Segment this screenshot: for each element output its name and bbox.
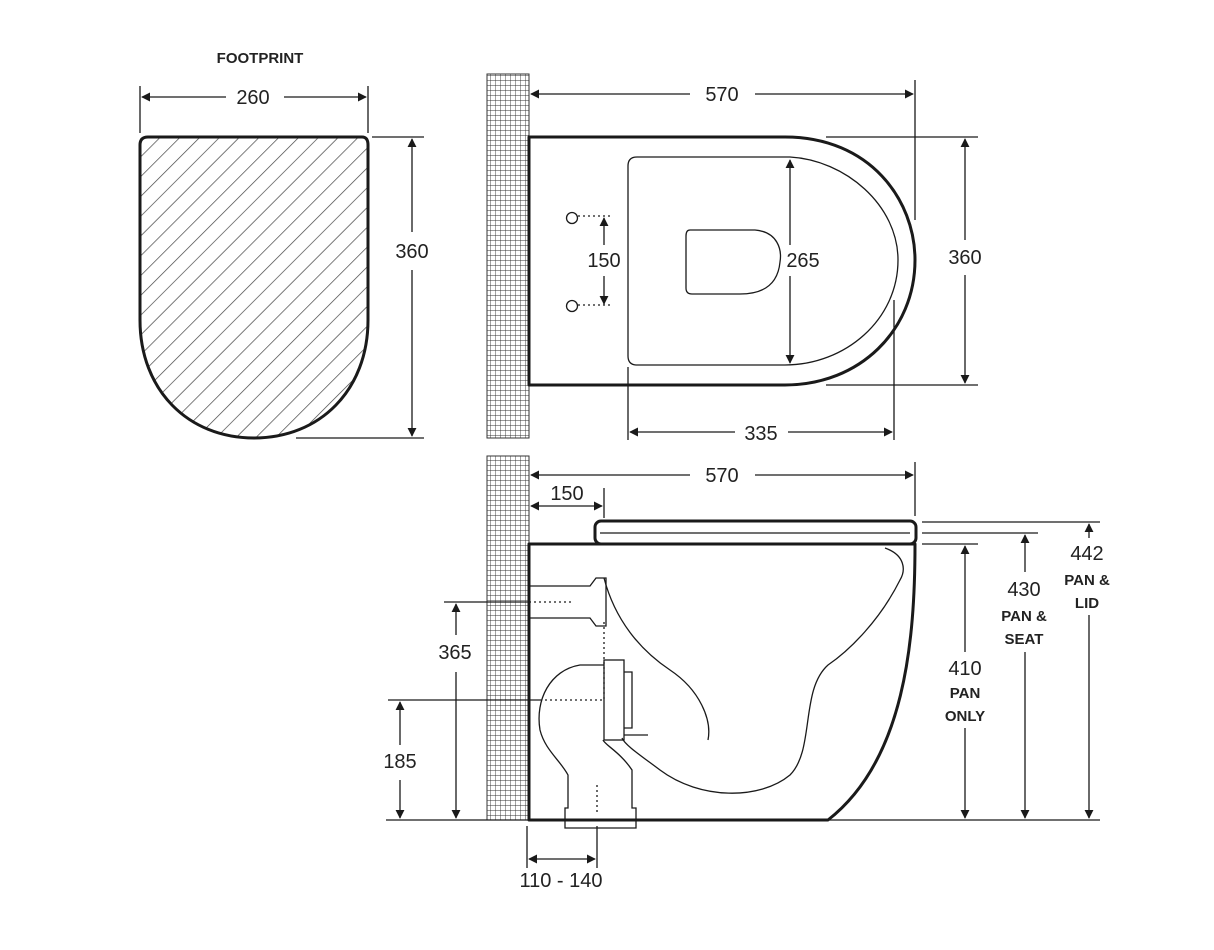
inlet-height-label: 365: [438, 642, 471, 664]
trapway-inner: [603, 577, 710, 741]
fixing-spacing-label: 150: [587, 250, 620, 272]
footprint-shape: [138, 135, 370, 440]
centre-offset-label: 335: [744, 423, 777, 445]
seat-lid: [593, 519, 918, 546]
outlet-pipe-bend: [538, 664, 637, 829]
plan-view: 150 265 570 360 335: [486, 73, 982, 445]
outlet-setout-label: 110 - 140: [519, 870, 602, 892]
bowl-rim-curve: [621, 547, 904, 794]
pan-height-line2: ONLY: [945, 708, 985, 725]
pan-height-line1: PAN: [950, 685, 981, 702]
side-view: 570 150 365 185 110 - 140 410 PAN ONLY 4…: [383, 455, 1110, 892]
outlet-connector: [603, 659, 625, 741]
plan-width-label: 360: [948, 247, 981, 269]
footprint-view: FOOTPRINT 260 360: [138, 50, 429, 440]
footprint-depth-label: 360: [395, 241, 428, 263]
inlet-offset-label: 150: [550, 483, 583, 505]
plan-length-label: 570: [705, 84, 738, 106]
plan-waste-opening: [685, 229, 782, 295]
plan-pan-outline: [527, 135, 917, 387]
outlet-height-label: 185: [383, 751, 416, 773]
outlet-pan-collar: [624, 671, 633, 729]
seat-height-line1: PAN &: [1001, 608, 1047, 625]
seat-height-line2: SEAT: [1005, 631, 1044, 648]
side-length-label: 570: [705, 465, 738, 487]
inlet-spigot: [529, 577, 607, 627]
footprint-title: FOOTPRINT: [217, 50, 304, 67]
footprint-width-label: 260: [236, 87, 269, 109]
plan-bowl-outline: [627, 156, 899, 366]
lid-height-line1: PAN &: [1064, 572, 1110, 589]
fixing-hole-top-icon: [565, 211, 579, 225]
plan-wall: [486, 73, 530, 439]
lid-height-value: 442: [1070, 543, 1103, 565]
lid-height-line2: LID: [1075, 595, 1099, 612]
seat-height-value: 430: [1007, 579, 1040, 601]
side-pan-body: [527, 542, 917, 822]
bowl-width-label: 265: [786, 250, 819, 272]
side-wall: [486, 455, 530, 821]
pan-height-value: 410: [948, 658, 981, 680]
fixing-hole-bottom-icon: [565, 299, 579, 313]
